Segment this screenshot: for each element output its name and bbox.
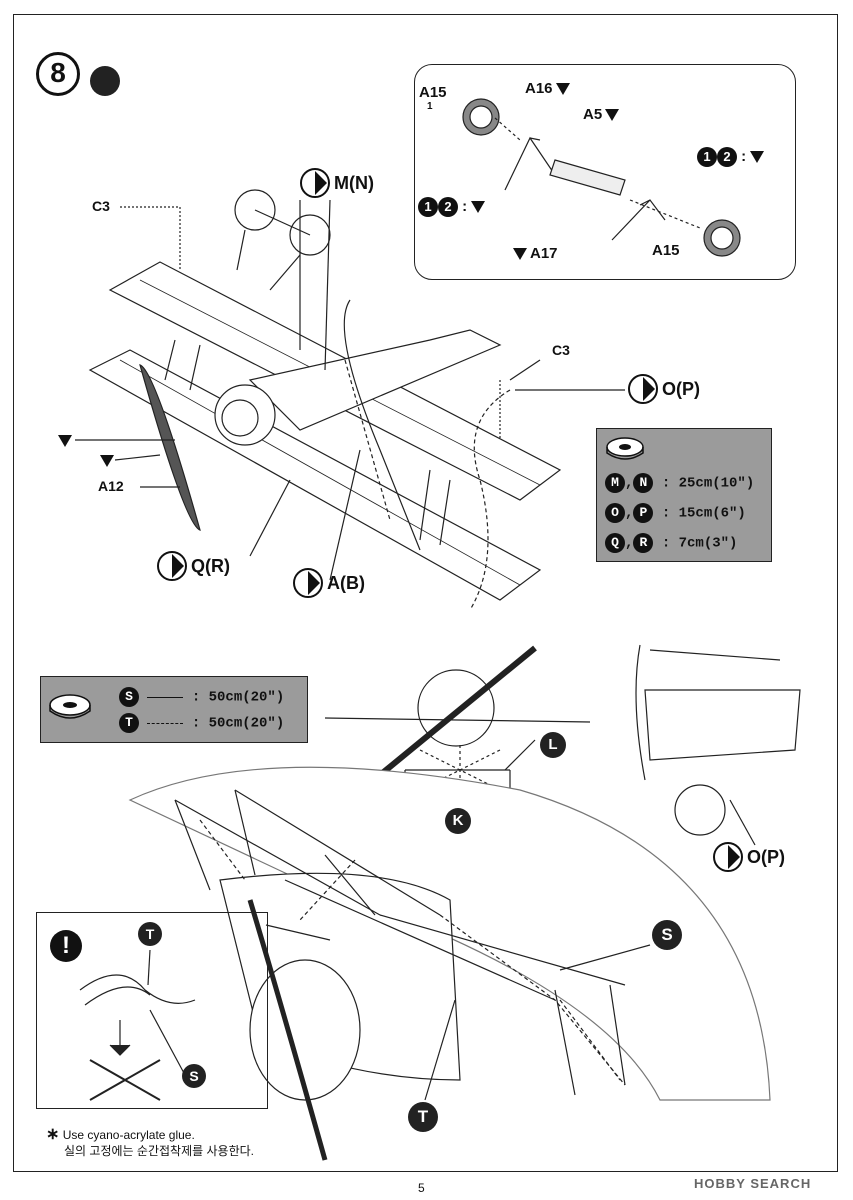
- thread-row-o-p: O,P : 15cm(6″): [605, 503, 746, 523]
- badge-o-p: O(P): [628, 374, 700, 404]
- thread-spool-icon: [49, 694, 91, 719]
- diamond-arrow-icon: [300, 168, 330, 198]
- badge-a-b: A(B): [293, 568, 365, 598]
- axle-part: [549, 159, 626, 196]
- side-view-fuselage: [644, 649, 801, 761]
- decal-1-icon: 1: [418, 197, 438, 217]
- part-label-a15-bottom: A15: [652, 242, 680, 259]
- triangle-icon: [471, 201, 486, 213]
- side-view-wheel: [674, 784, 726, 836]
- glue-note-en: ∗ Use cyano-acrylate glue.: [46, 1126, 195, 1143]
- propeller: [139, 364, 201, 531]
- callout-c3-right: C3: [552, 342, 570, 358]
- decal-2-icon: 2: [438, 197, 458, 217]
- rigging-row-s: S : 50cm(20″): [119, 687, 284, 707]
- callout-k: K: [445, 808, 471, 834]
- part-label-a15-top: A15: [419, 84, 447, 101]
- glue-note-ko: 실의 고정에는 순간접착제를 사용한다.: [64, 1144, 254, 1158]
- watermark: HOBBY SEARCH: [694, 1176, 812, 1191]
- lower-wing: [88, 349, 542, 601]
- callout-a12: A12: [98, 478, 124, 494]
- badge-q-r: Q(R): [157, 551, 230, 581]
- callout-t-main: T: [408, 1102, 438, 1132]
- callout-tri-5: [100, 452, 114, 469]
- thread-row-q-r: Q,R : 7cm(3″): [605, 533, 737, 553]
- diamond-arrow-icon: [157, 551, 187, 581]
- warning-icon: !: [50, 930, 82, 962]
- rigging-row-t: T : 50cm(20″): [119, 713, 284, 733]
- decal-2-icon: 2: [717, 147, 737, 167]
- diamond-arrow-icon: [628, 374, 658, 404]
- engine-cowl: [214, 384, 276, 446]
- rigging-note-box: [36, 912, 268, 1109]
- triangle-icon: [58, 435, 72, 448]
- triangle-icon: [100, 455, 114, 468]
- callout-c3-left: C3: [92, 198, 110, 214]
- triangle-icon: [555, 82, 570, 95]
- part-num-a15-top: 1: [427, 101, 433, 112]
- decal-1-icon: 1: [697, 147, 717, 167]
- fuselage: [248, 329, 502, 431]
- thread-length-box: M,N : 25cm(10″) O,P : 15cm(6″) Q,R : 7cm…: [596, 428, 772, 562]
- part-label-a17: A17: [513, 245, 558, 262]
- thread-row-m-n: M,N : 25cm(10″): [605, 473, 754, 493]
- thread-spool-icon: [606, 437, 644, 460]
- callout-s: S: [652, 920, 682, 950]
- triangle-icon: [750, 151, 765, 163]
- rigging-length-box: S : 50cm(20″) T : 50cm(20″): [40, 676, 308, 743]
- step-number: 8: [36, 52, 80, 96]
- diamond-arrow-icon: [293, 568, 323, 598]
- callout-tri-6: [58, 432, 72, 449]
- callout-s-note: S: [182, 1064, 206, 1088]
- diamond-arrow-icon: [713, 842, 743, 872]
- badge-o-p-side: O(P): [713, 842, 785, 872]
- glue-icon: [90, 66, 120, 96]
- page-frame: [13, 14, 838, 1172]
- part-label-a16: A16: [525, 80, 570, 97]
- triangle-icon: [605, 108, 620, 121]
- triangle-icon: [513, 247, 527, 260]
- callout-l: L: [540, 732, 566, 758]
- part-label-a5: A5: [583, 106, 620, 123]
- badge-m-n: M(N): [300, 168, 374, 198]
- page-number: 5: [418, 1181, 425, 1195]
- parts-inset: [414, 64, 796, 280]
- callout-t-note: T: [138, 922, 162, 946]
